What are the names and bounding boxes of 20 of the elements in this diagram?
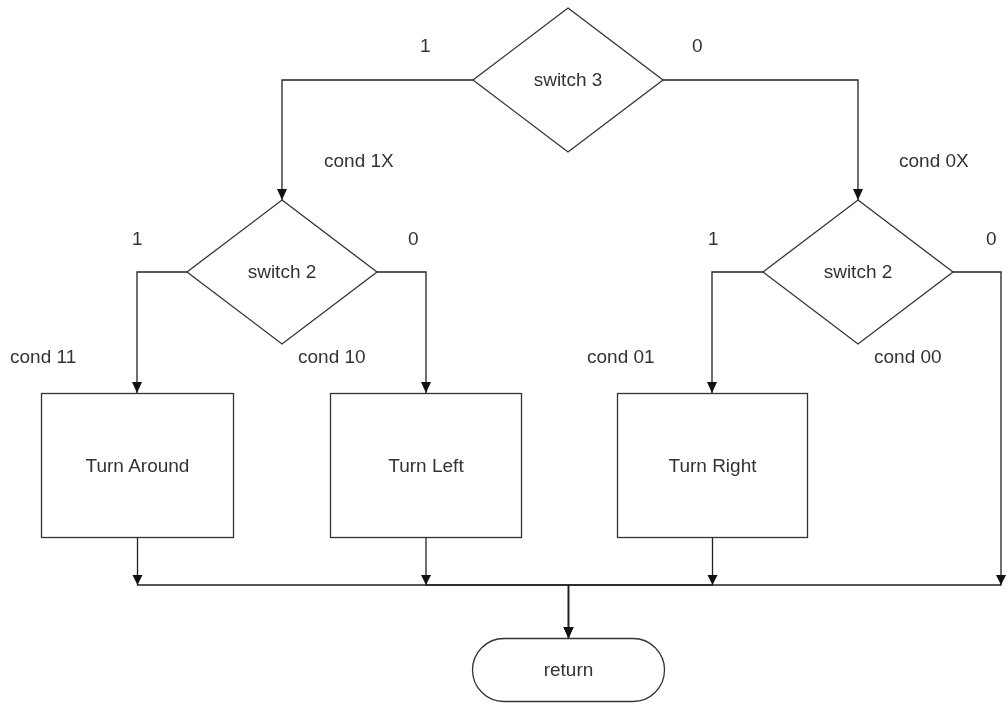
arrow [563, 537, 714, 639]
node-label: return [543, 659, 594, 681]
arrow [132, 271, 188, 394]
process-box [41, 393, 234, 538]
node-label: switch 3 [533, 69, 603, 91]
arrow [277, 79, 474, 201]
decision-diamond [473, 8, 663, 152]
arrow [662, 79, 863, 201]
node-label: Turn Around [85, 454, 190, 477]
process-box [617, 393, 808, 538]
decision-diamond [763, 200, 953, 344]
node-label: Turn Right [668, 454, 757, 477]
terminal-pill [472, 638, 665, 702]
arrow [707, 271, 764, 394]
node-label: Turn Left [388, 454, 464, 477]
node-label: switch 2 [823, 261, 893, 283]
decision-diamond [187, 200, 377, 344]
node-label: switch 2 [247, 261, 317, 283]
arrow [376, 271, 431, 394]
process-box [330, 393, 522, 538]
